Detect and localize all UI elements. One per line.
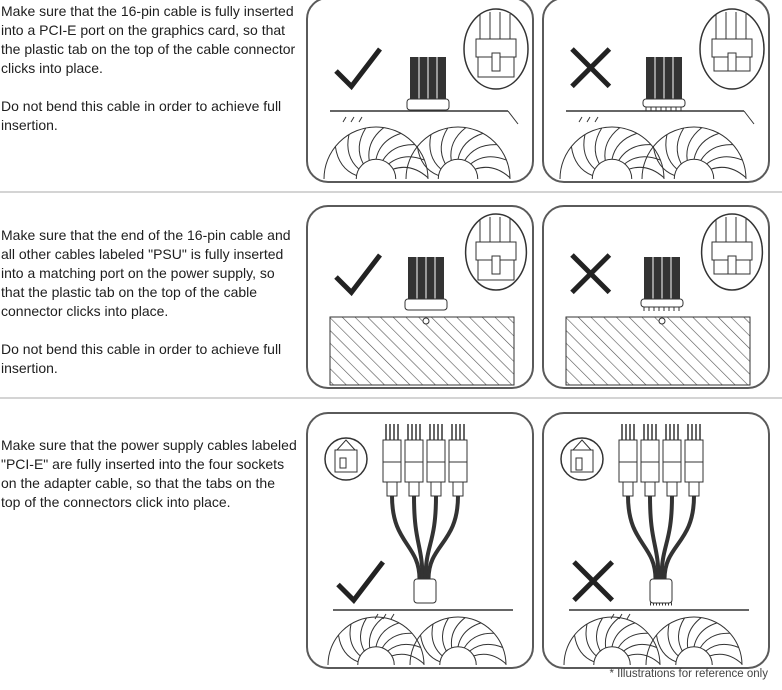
illustration-adapter-correct (306, 412, 534, 669)
16pin-connector-icon (406, 57, 450, 111)
instruction-text: Make sure that the power supply cables l… (1, 437, 297, 510)
connector-detail-icon (324, 437, 368, 481)
power-supply-icon (329, 316, 515, 386)
16pin-connector-icon (404, 257, 448, 311)
connector-detail-icon (464, 213, 528, 291)
check-icon (334, 47, 382, 91)
section-divider (0, 397, 782, 399)
graphics-card-icon (563, 609, 749, 666)
graphics-card-icon (559, 110, 755, 180)
fan-icon (563, 616, 743, 666)
illustration-psu-incorrect (542, 205, 770, 389)
fan-icon (327, 616, 507, 666)
cross-icon (570, 47, 612, 89)
adapter-cable-icon (382, 424, 468, 604)
instruction-block-psu: Make sure that the end of the 16-pin cab… (1, 226, 297, 378)
instruction-warning: Do not bend this cable in order to achie… (1, 98, 282, 133)
cross-icon (572, 560, 615, 603)
section-divider (0, 191, 782, 193)
connector-detail-icon (699, 8, 765, 90)
connector-detail-icon (463, 8, 529, 90)
check-icon (336, 560, 385, 605)
16pin-connector-icon (640, 257, 684, 311)
cross-icon (570, 253, 612, 295)
fan-icon (559, 126, 747, 180)
instruction-text: Make sure that the end of the 16-pin cab… (1, 227, 291, 319)
instruction-block-gpu: Make sure that the 16-pin cable is fully… (1, 2, 297, 135)
power-supply-icon (565, 316, 751, 386)
footnote: * Illustrations for reference only (609, 668, 768, 680)
fan-icon (323, 126, 511, 180)
instruction-warning: Do not bend this cable in order to achie… (1, 341, 282, 376)
graphics-card-icon (327, 609, 513, 666)
check-icon (334, 253, 382, 297)
illustration-gpu-correct (306, 0, 534, 183)
illustration-psu-correct (306, 205, 534, 389)
illustration-gpu-incorrect (542, 0, 770, 183)
instruction-block-adapter: Make sure that the power supply cables l… (1, 436, 297, 512)
connector-detail-icon (560, 437, 604, 481)
connector-detail-icon (700, 213, 764, 291)
instruction-text: Make sure that the 16-pin cable is fully… (1, 3, 296, 76)
16pin-connector-icon (642, 57, 686, 111)
adapter-cable-icon (618, 424, 704, 606)
graphics-card-icon (323, 110, 519, 180)
illustration-adapter-incorrect (542, 412, 770, 669)
